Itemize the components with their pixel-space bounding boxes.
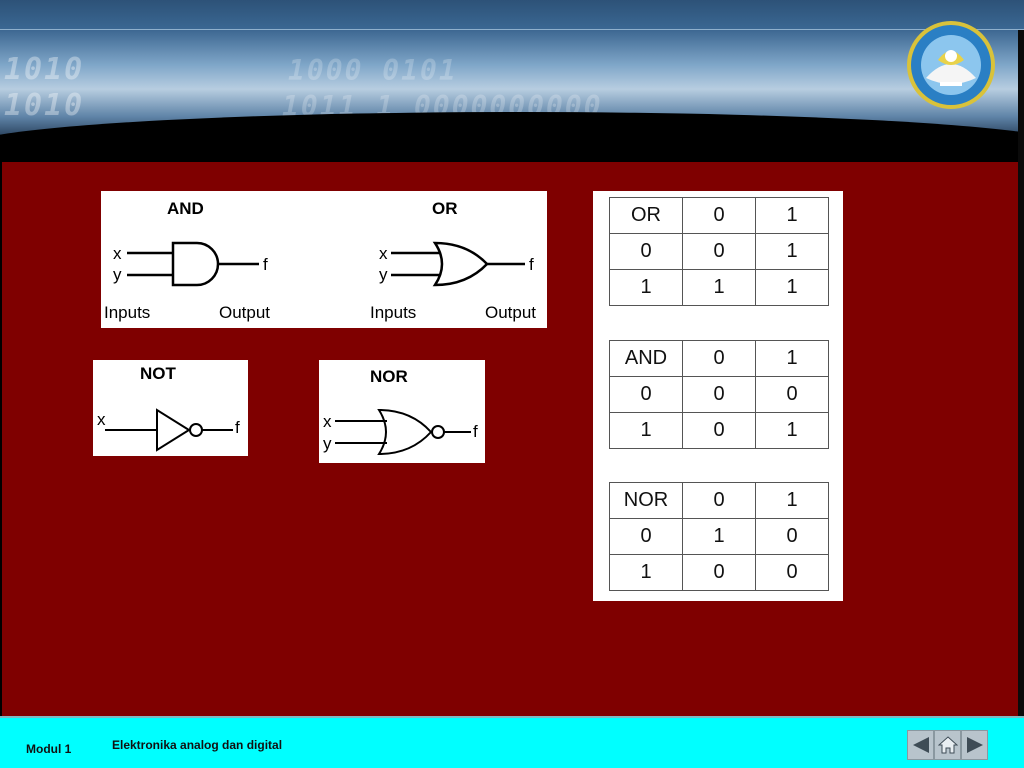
and-output-label: f	[263, 255, 268, 274]
table-cell: 1	[609, 269, 683, 306]
not-gate-title: NOT	[140, 364, 176, 383]
nor-gate-panel: NOR x y f	[319, 360, 485, 463]
table-cell: 0	[609, 518, 683, 555]
and-output-caption: Output	[219, 303, 271, 322]
not-input-x-label: x	[97, 410, 106, 429]
triangle-right-icon	[966, 737, 983, 753]
table-row: 0 0 1	[609, 233, 829, 270]
module-label: Modul 1	[26, 742, 72, 756]
or-input-y-label: y	[379, 265, 388, 284]
table-cell: 1	[755, 233, 829, 270]
triangle-left-icon	[912, 737, 929, 753]
binary-text: 1010	[4, 88, 85, 123]
and-truth-table: AND 0 1 0 0 0 1 0 1	[609, 340, 829, 449]
tut-wuri-handayani-logo	[907, 21, 995, 109]
table-row: NOR 0 1	[609, 482, 829, 519]
and-input-y-label: y	[113, 265, 122, 284]
table-cell: 1	[755, 197, 829, 234]
nor-truth-table: NOR 0 1 0 1 0 1 0 0	[609, 482, 829, 591]
nor-output-label: f	[473, 422, 478, 441]
table-cell: 0	[609, 233, 683, 270]
table-cell: AND	[609, 340, 683, 377]
table-cell: 1	[755, 482, 829, 519]
table-cell: 0	[755, 554, 829, 591]
table-cell: 0	[682, 233, 756, 270]
and-gate-title: AND	[167, 199, 204, 218]
table-row: 0 1 0	[609, 518, 829, 555]
table-cell: 1	[755, 412, 829, 449]
table-cell: 0	[755, 376, 829, 413]
or-input-x-label: x	[379, 244, 388, 263]
or-output-caption: Output	[485, 303, 537, 322]
table-cell: OR	[609, 197, 683, 234]
table-cell: 0	[682, 340, 756, 377]
not-gate-symbol	[105, 408, 233, 452]
table-row: AND 0 1	[609, 340, 829, 377]
nor-gate-title: NOR	[370, 367, 408, 386]
table-cell: 0	[682, 376, 756, 413]
footer-bar: Modul 1 Elektronika analog dan digital	[0, 716, 1024, 768]
table-cell: 1	[609, 554, 683, 591]
table-row: 1 0 0	[609, 554, 829, 591]
table-row: OR 0 1	[609, 197, 829, 234]
table-cell: NOR	[609, 482, 683, 519]
table-cell: 0	[609, 376, 683, 413]
or-gate-symbol	[391, 241, 525, 287]
table-cell: 1	[682, 518, 756, 555]
table-cell: 0	[682, 412, 756, 449]
binary-text: 1000 0101	[288, 54, 458, 87]
table-cell: 1	[682, 269, 756, 306]
not-gate-panel: NOT x f	[93, 360, 248, 456]
table-cell: 0	[682, 482, 756, 519]
not-output-label: f	[235, 418, 240, 437]
table-row: 1 1 1	[609, 269, 829, 306]
table-cell: 0	[755, 518, 829, 555]
nor-input-x-label: x	[323, 412, 332, 431]
and-gate-symbol	[127, 241, 259, 287]
or-gate-title: OR	[432, 199, 458, 218]
table-row: 1 0 1	[609, 412, 829, 449]
table-cell: 0	[682, 554, 756, 591]
house-icon	[937, 736, 958, 754]
table-cell: 1	[755, 340, 829, 377]
and-inputs-label: Inputs	[104, 303, 151, 322]
and-input-x-label: x	[113, 244, 122, 263]
table-row: 0 0 0	[609, 376, 829, 413]
table-cell: 0	[682, 197, 756, 234]
truth-tables-panel: OR 0 1 0 0 1 1 1 1 AND 0 1 0 0 0 1 0 1	[593, 191, 843, 601]
next-slide-button[interactable]	[961, 730, 988, 760]
table-cell: 1	[609, 412, 683, 449]
course-title: Elektronika analog dan digital	[112, 738, 283, 752]
binary-text: 1010	[4, 52, 85, 87]
previous-slide-button[interactable]	[907, 730, 934, 760]
or-inputs-label: Inputs	[370, 303, 417, 322]
or-truth-table: OR 0 1 0 0 1 1 1 1	[609, 197, 829, 306]
or-output-label: f	[529, 255, 534, 274]
header-swoosh	[0, 112, 1024, 162]
nor-input-y-label: y	[323, 434, 332, 453]
home-button[interactable]	[934, 730, 961, 760]
right-edge-strip	[1018, 30, 1024, 718]
table-cell: 1	[755, 269, 829, 306]
header-top-bar	[0, 0, 1024, 30]
nor-gate-symbol	[335, 408, 471, 456]
and-or-gate-panel: AND OR x y f Inputs Output x y f Inputs …	[101, 191, 547, 328]
header-banner: 1010 1010 1000 0101 1011 1 0000000000	[0, 0, 1024, 162]
